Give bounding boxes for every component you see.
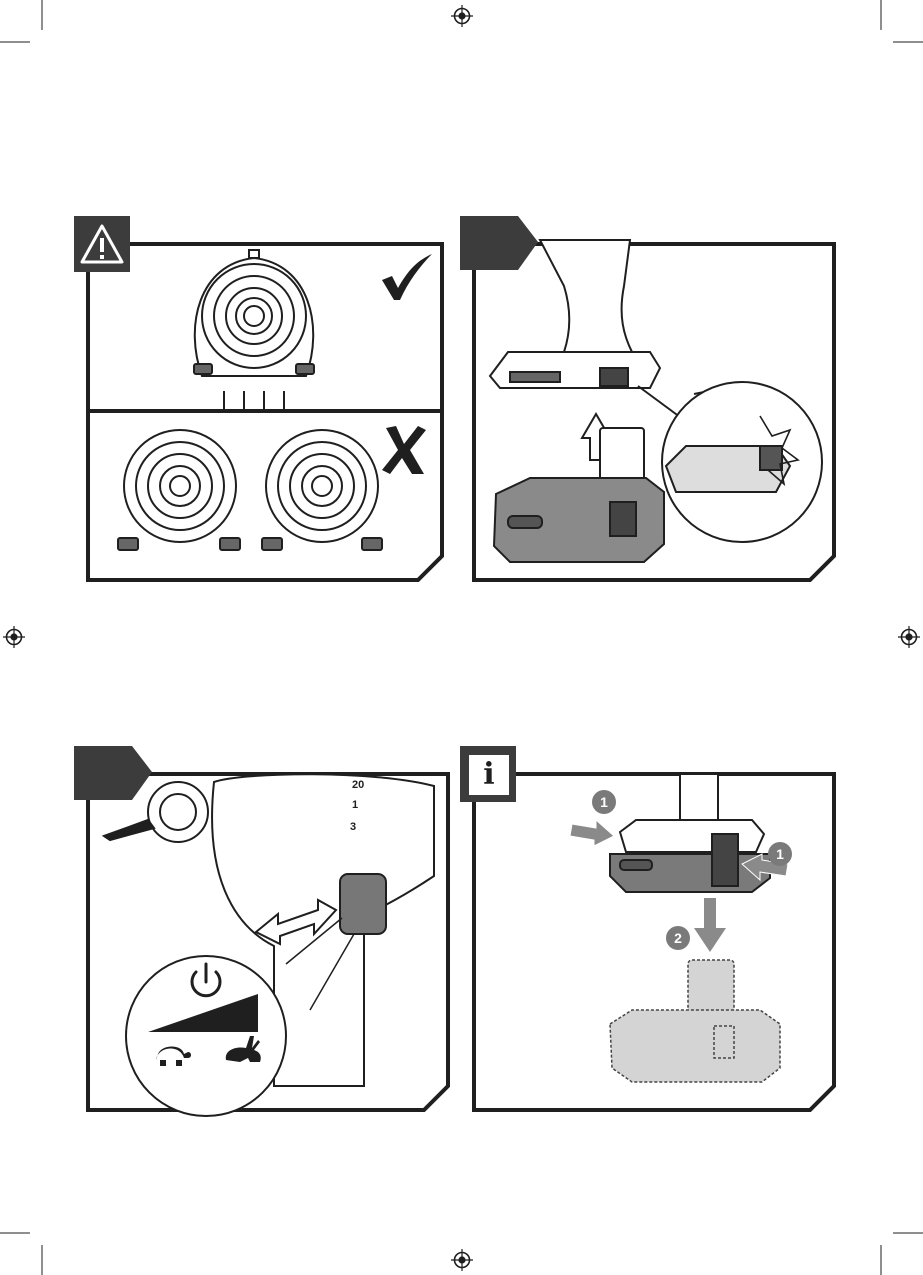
rabbit-icon	[220, 1032, 264, 1068]
warning-icon	[74, 216, 130, 272]
info-icon: i	[469, 755, 509, 795]
check-icon	[378, 252, 434, 302]
registration-mark-icon	[451, 5, 473, 27]
turtle-icon	[150, 1040, 194, 1068]
registration-mark-icon	[3, 626, 25, 648]
chuck-misaligned-illustration	[118, 430, 382, 550]
dial-number-3: 3	[350, 821, 356, 833]
chuck-aligned-illustration	[194, 250, 314, 411]
registration-mark-icon	[451, 1249, 473, 1271]
latch-detail-inset	[638, 382, 822, 542]
callout-step-2: 2	[666, 926, 690, 950]
blank-tab-header	[74, 746, 152, 800]
dial-number-1: 1	[352, 799, 358, 811]
battery-pack-illustration	[494, 428, 664, 562]
info-header-box: i	[460, 746, 516, 802]
speed-ramp-icon	[148, 994, 260, 1034]
panel-frame	[460, 216, 840, 588]
blank-tab-header	[460, 216, 538, 270]
battery-ghost-illustration	[610, 960, 780, 1082]
callout-step-1: 1	[768, 842, 792, 866]
panel-frame: 20 1 3	[74, 746, 454, 1118]
registration-mark-icon	[898, 626, 920, 648]
callout-step-1: 1	[592, 790, 616, 814]
cross-icon	[380, 424, 428, 476]
panel-battery-removal: i 1 1 2	[460, 746, 840, 1118]
pull-arrow	[694, 898, 726, 952]
panel-battery-insertion	[460, 216, 840, 588]
dial-number-20: 20	[352, 779, 364, 791]
warning-header-box	[74, 216, 130, 272]
panel-speed-switch: 20 1 3	[74, 746, 454, 1118]
panel-frame	[460, 746, 840, 1118]
info-glyph: i	[471, 757, 507, 793]
drill-battery-illustration	[610, 774, 770, 892]
panel-chuck-alignment	[74, 216, 454, 588]
